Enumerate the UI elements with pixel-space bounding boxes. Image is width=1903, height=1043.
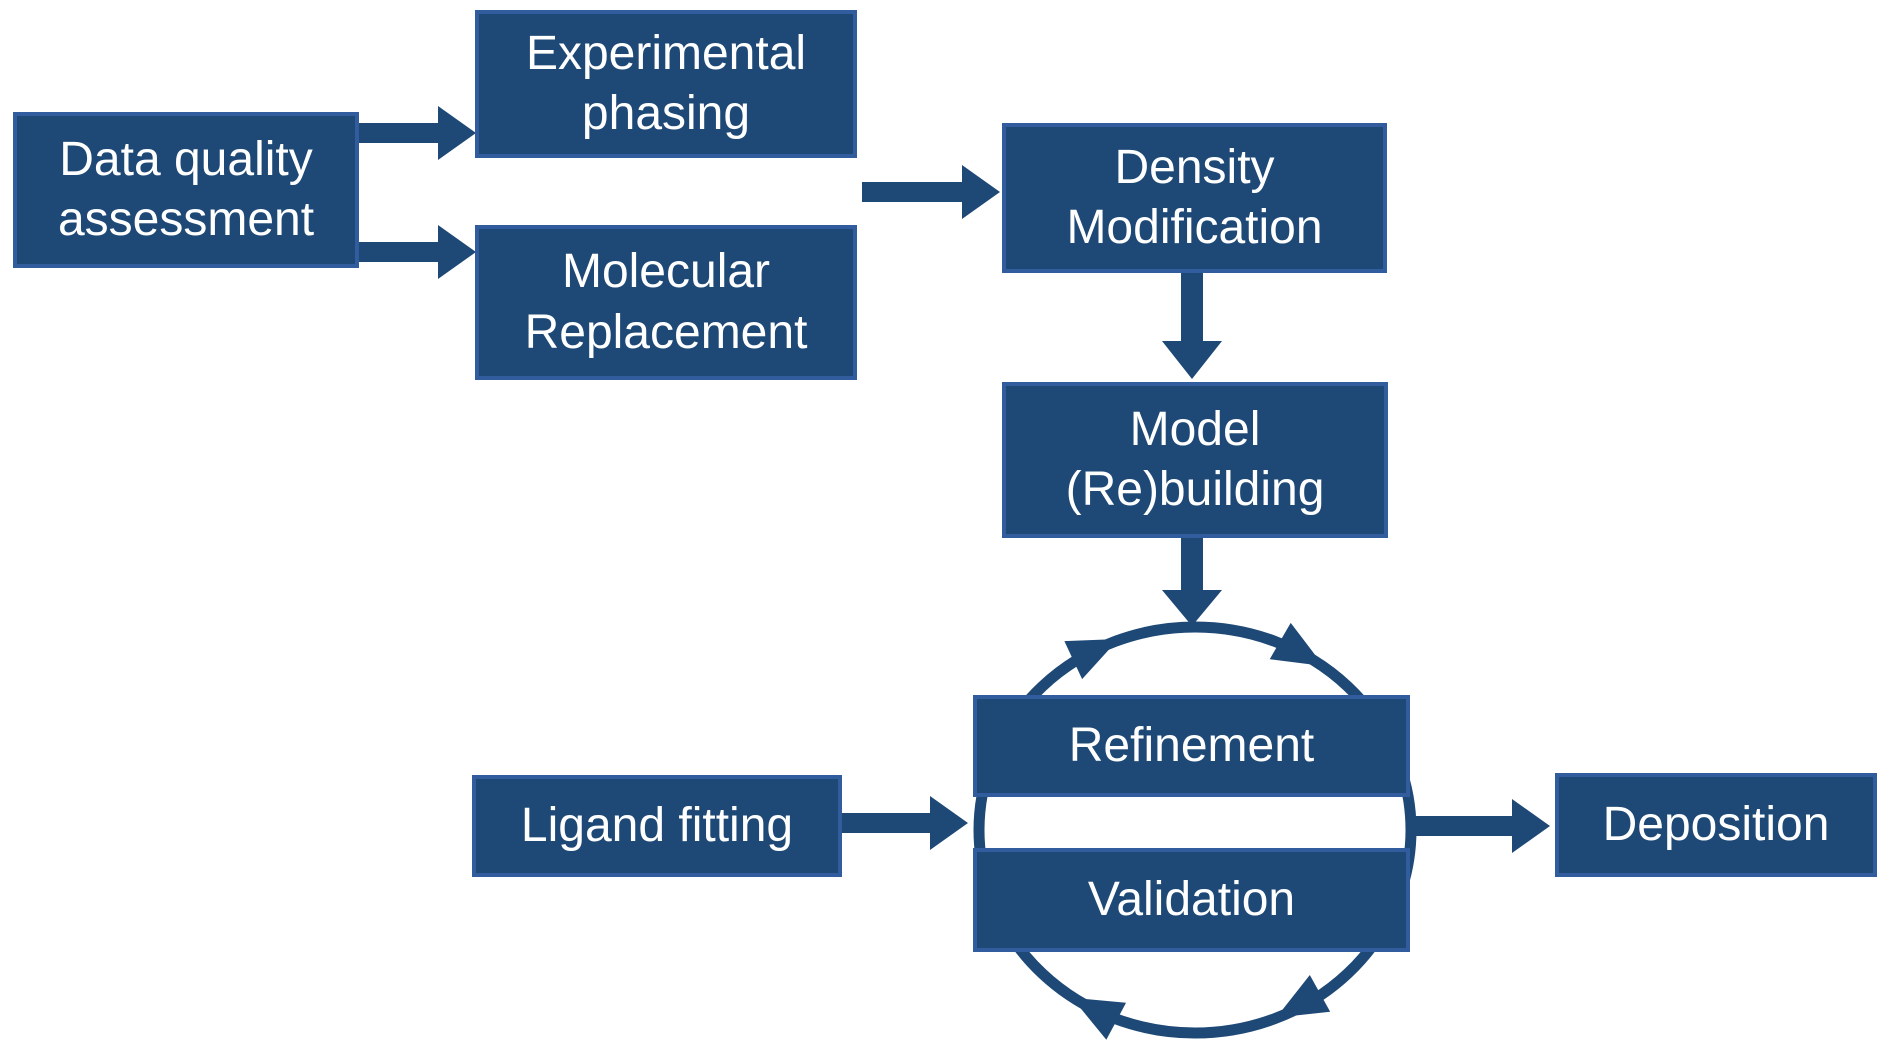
node-data-quality-assessment: Data quality assessment	[13, 112, 359, 268]
refinement-validation-cycle-ring	[973, 621, 1417, 1039]
node-ligand-fitting: Ligand fitting	[472, 775, 842, 877]
arrow-ligand-fitting-to-cycle-icon	[842, 796, 968, 850]
node-model-rebuilding: Model (Re)building	[1002, 382, 1388, 538]
arrow-phasing-to-density-modification-icon	[862, 165, 1000, 219]
node-refinement: Refinement	[973, 695, 1410, 797]
cycle-arrowhead-bottom-right-icon	[1276, 974, 1331, 1018]
node-experimental-phasing: Experimental phasing	[475, 10, 857, 158]
node-molecular-replacement: Molecular Replacement	[475, 225, 857, 380]
node-density-modification: Density Modification	[1002, 123, 1387, 273]
cycle-arrowhead-top-left-icon	[1064, 639, 1119, 680]
arrow-density-modification-to-model-rebuilding-icon	[1162, 273, 1222, 379]
node-validation: Validation	[973, 848, 1410, 952]
arrow-data-quality-to-experimental-phasing-icon	[359, 106, 476, 160]
cycle-arrowhead-top-right-icon	[1269, 622, 1324, 666]
arrow-data-quality-to-molecular-replacement-icon	[359, 225, 476, 279]
arrow-model-rebuilding-to-cycle-icon	[1162, 538, 1222, 626]
arrow-cycle-to-deposition-icon	[1413, 799, 1550, 853]
node-deposition: Deposition	[1555, 773, 1877, 877]
cycle-arrowhead-bottom-left-icon	[1072, 997, 1127, 1040]
